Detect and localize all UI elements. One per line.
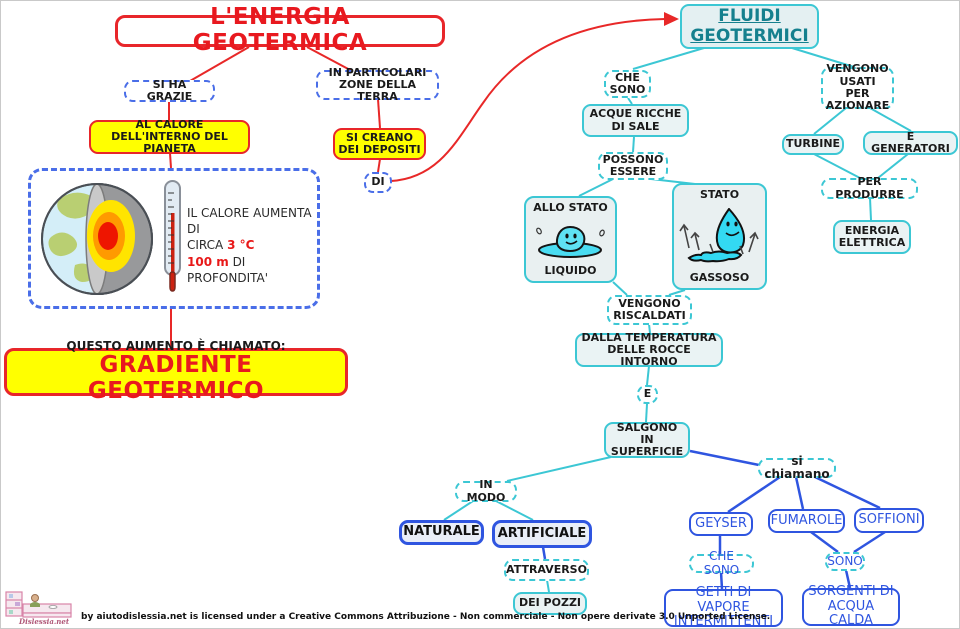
node-dalla-temperatura: DALLA TEMPERATURA DELLE ROCCE INTORNO [575,331,723,368]
node-si-chiamano: si chiamano [758,454,836,481]
node-fluidi-geotermici: FLUIDI GEOTERMICI [680,4,819,49]
node-dei-pozzi: DEI POZZI [513,592,587,615]
earth-illustration-box: IL CALORE AUMENTA DI CIRCA 3 °C 100 m DI… [28,168,320,309]
node-acque-ricche-di-sale: ACQUE RICCHE DI SALE [582,104,689,137]
node-di: DI [364,172,392,193]
node-geyser: GEYSER [689,512,753,536]
node-stato-liquido: ALLO STATO LIQUIDO [524,196,617,283]
logo-text: Dislessia.net [18,617,70,626]
red-arrowhead-icon [664,12,679,26]
node-e-generatori: E GENERATORI [863,130,958,155]
node-sorgenti-acqua-calda: SORGENTI DI ACQUA CALDA [802,584,900,628]
node-gradiente-geotermico: QUESTO AUMENTO È CHIAMATO: GRADIENTE GEO… [4,339,348,403]
node-getti-di-vapore: GETTI DI VAPORE INTERMITTENTI [664,585,783,628]
node-turbine: TURBINE [782,134,844,155]
node-possono-essere: POSSONO ESSERE [598,152,668,180]
node-si-creano-depositi: SI CREANO DEI DEPOSITI [333,128,426,160]
node-energia-elettrica: ENERGIA ELETTRICA [833,220,911,254]
earth-caption: IL CALORE AUMENTA DI CIRCA 3 °C 100 m DI… [187,206,312,285]
node-in-modo: IN MODO [455,479,517,503]
red-curved-arrow [390,18,666,182]
node-si-ha-grazie: SI HA GRAZIE [124,78,215,103]
node-vengono-riscaldati: VENGONO RISCALDATI [607,295,692,325]
label-gassoso: GASSOSO [689,270,750,284]
node-che-sono-bottom: CHE SONO [689,549,754,576]
node-naturale: NATURALE [399,520,484,545]
node-per-produrre: PER PRODURRE [821,176,918,200]
node-al-calore: AL CALORE DELL'INTERNO DEL PIANETA [89,118,250,155]
node-soffioni: SOFFIONI [854,508,924,533]
node-sono: SONO [825,552,865,571]
dislessia-net-logo: Dislessia.net [5,591,72,626]
label-allo-stato: ALLO STATO [533,201,608,214]
license-text: by aiutodislessia.net is licensed under … [81,612,771,622]
map-title: L'ENERGIA GEOTERMICA [115,4,445,56]
liquid-drop-cartoon [535,225,605,258]
label-stato: STATO [699,188,740,201]
label-liquido: LIQUIDO [544,263,597,277]
node-e: E [637,385,658,404]
node-che-sono-top: CHE SONO [604,70,651,98]
node-attraverso: ATTRAVERSO [504,559,589,581]
node-stato-gassoso: STATO GASSOSO [672,183,767,290]
earth-cross-section-illustration [41,180,181,296]
node-fumarole: FUMAROLE [768,509,845,533]
node-artificiale: ARTIFICIALE [492,520,592,548]
node-vengono-usati: VENGONO USATI PER AZIONARE [821,63,894,112]
node-in-particolari-zone: IN PARTICOLARI ZONE DELLA TERRA [316,66,439,103]
node-salgono-in-superficie: SALGONO IN SUPERFICIE [604,421,690,458]
thermometer-icon [164,180,181,292]
vapor-drop-cartoon [679,207,759,262]
